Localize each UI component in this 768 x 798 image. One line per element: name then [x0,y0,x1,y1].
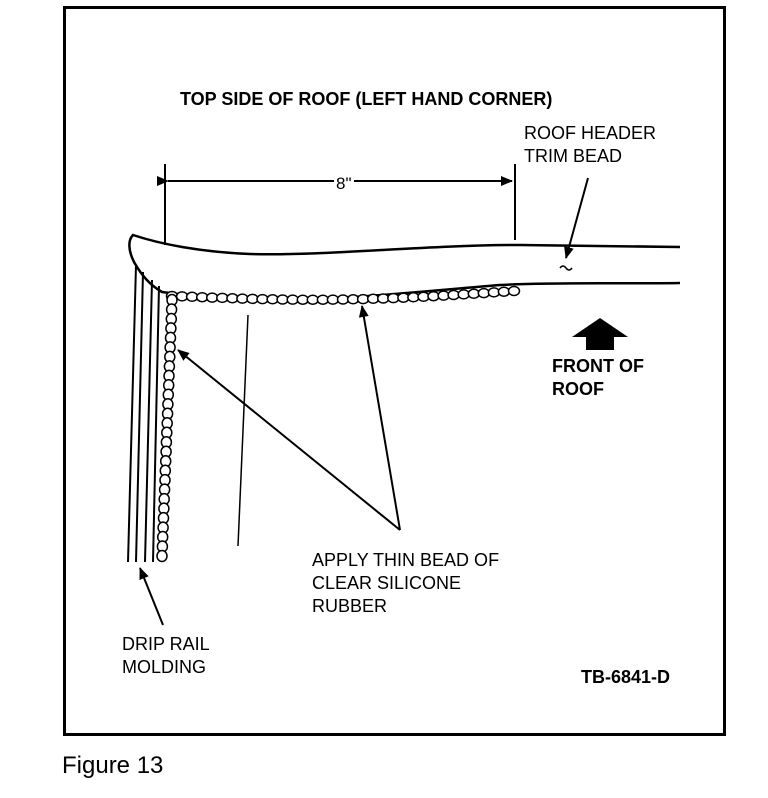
bead-segment [236,293,249,304]
drip-rail-leader [139,567,164,626]
bead-segment [326,294,340,305]
silicone-bead-vertical [156,293,178,563]
apply-bead-label: APPLY THIN BEAD OF CLEAR SILICONE RUBBER [312,550,500,616]
bead-segment [407,292,420,303]
reference-code: TB-6841-D [581,667,671,687]
bead-segment [376,293,390,304]
bead-segment [477,287,491,299]
bead-segment [457,289,470,300]
bead-segment [256,293,269,305]
bead-segment [276,294,289,305]
roof-header-leader [559,177,589,271]
bead-segment [185,291,199,303]
diagram-title: TOP SIDE OF ROOF (LEFT HAND CORNER) [180,89,553,109]
bead-segment [507,285,521,297]
bead-segment [447,289,460,301]
interior-line [237,314,249,547]
drip-rail-molding-lines [127,264,160,563]
bead-segment [497,286,511,297]
drip-rail-molding-label: DRIP RAIL MOLDING [122,634,210,677]
bead-segment [216,292,229,304]
silicone-bead-horizontal [165,285,521,305]
front-of-roof-label: FRONT OF ROOF [552,356,644,399]
bead-segment [387,292,400,304]
bead-segment [356,293,370,305]
bead-segment [156,549,168,563]
dimension-label: 8" [334,172,354,195]
front-arrow-icon [572,318,628,350]
bead-segment [336,294,350,305]
bead-segment [427,290,440,302]
figure-frame [63,6,726,736]
bead-segment [205,292,219,303]
bead-segment [286,294,299,305]
roof-panel-outline [128,233,681,302]
roof-header-trim-bead-label: ROOF HEADER TRIM BEAD [524,123,657,166]
figure-caption: Figure 13 [62,752,164,779]
apply-bead-leaders [177,305,401,531]
